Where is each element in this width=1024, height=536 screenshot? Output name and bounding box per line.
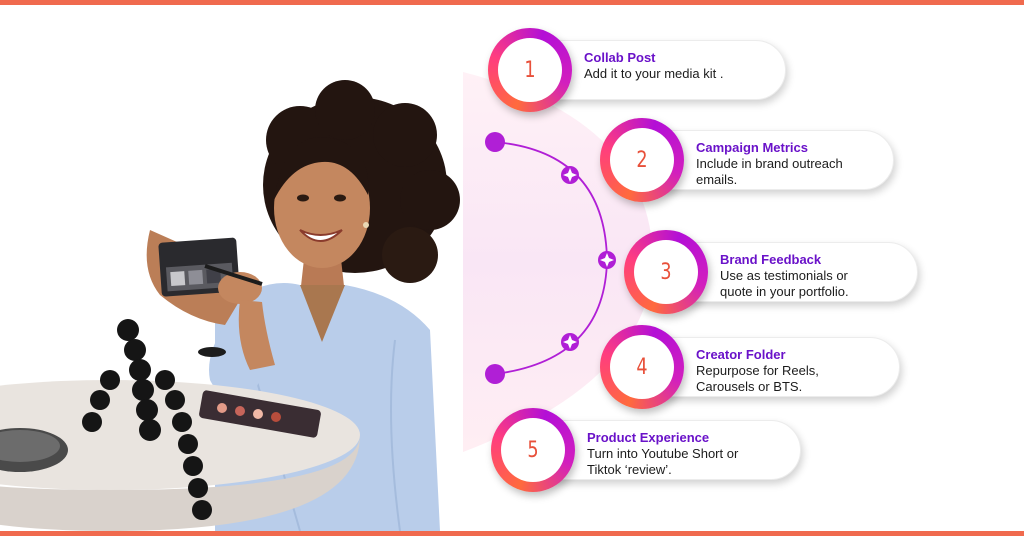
step-4: 4 Creator Folder Repurpose for Reels, Ca… <box>600 325 900 409</box>
step-title: Brand Feedback <box>720 252 822 267</box>
sparkle-icon <box>561 166 579 184</box>
top-accent-bar <box>0 0 1024 5</box>
step-number: 4 <box>636 354 648 380</box>
step-card <box>638 337 900 397</box>
sparkle-icon <box>561 333 579 351</box>
step-title: Creator Folder <box>696 347 786 362</box>
step-title: Collab Post <box>584 50 656 65</box>
step-number-badge: 1 <box>488 28 572 112</box>
timeline-dot-start <box>485 132 505 152</box>
step-title: Product Experience <box>587 430 710 445</box>
step-number-badge: 2 <box>600 118 684 202</box>
woman-with-makeup-palette-illustration <box>0 80 460 531</box>
timeline-dot-end <box>485 364 505 384</box>
step-number-badge: 3 <box>624 230 708 314</box>
step-description: Turn into Youtube Short or Tiktok ‘revie… <box>587 446 739 477</box>
step-description: Include in brand outreach emails. <box>696 156 843 187</box>
step-title: Campaign Metrics <box>696 140 808 155</box>
step-5: 5 Product Experience Turn into Youtube S… <box>491 408 801 492</box>
step-number: 3 <box>660 259 672 285</box>
step-3: 3 Brand Feedback Use as testimonials or … <box>624 230 918 314</box>
step-number-badge: 5 <box>491 408 575 492</box>
step-number-badge: 4 <box>600 325 684 409</box>
bottom-accent-bar <box>0 531 1024 536</box>
step-number: 5 <box>527 437 539 463</box>
sparkle-icon <box>598 251 616 269</box>
step-number: 1 <box>524 57 536 83</box>
step-number: 2 <box>636 147 648 173</box>
step-1: 1 Collab Post Add it to your media kit . <box>488 28 786 112</box>
step-description: Use as testimonials or quote in your por… <box>720 268 849 299</box>
step-2: 2 Campaign Metrics Include in brand outr… <box>600 118 894 202</box>
step-description: Add it to your media kit . <box>584 66 724 81</box>
step-description: Repurpose for Reels, Carousels or BTS. <box>696 363 819 394</box>
